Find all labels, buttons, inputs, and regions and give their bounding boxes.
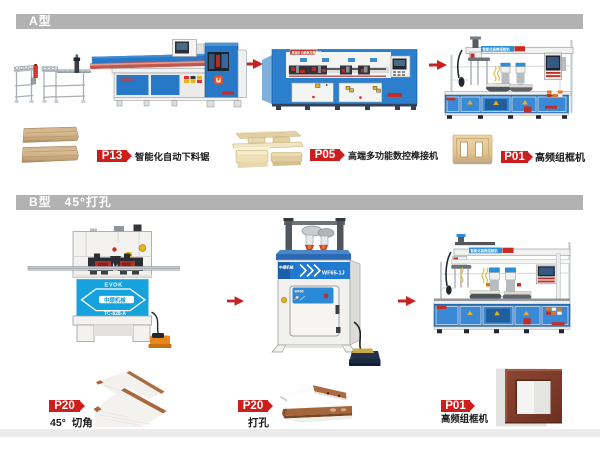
svg-text:TC-828-A: TC-828-A [104, 311, 126, 317]
svg-text:中顺机械: 中顺机械 [279, 265, 294, 270]
svg-text:智能化高频组框机: 智能化高频组框机 [482, 47, 511, 52]
svg-text:WF65-1J: WF65-1J [322, 271, 345, 277]
svg-text:中顺机械: 中顺机械 [121, 77, 135, 82]
svg-text:智能化高频组框机: 智能化高频组框机 [470, 248, 499, 253]
svg-text:WF65: WF65 [295, 290, 304, 294]
svg-text:中顺机械: 中顺机械 [104, 296, 126, 304]
svg-text:高端多功能数控榫接机: 高端多功能数控榫接机 [292, 50, 322, 55]
svg-text:EVOK: EVOK [105, 282, 123, 288]
